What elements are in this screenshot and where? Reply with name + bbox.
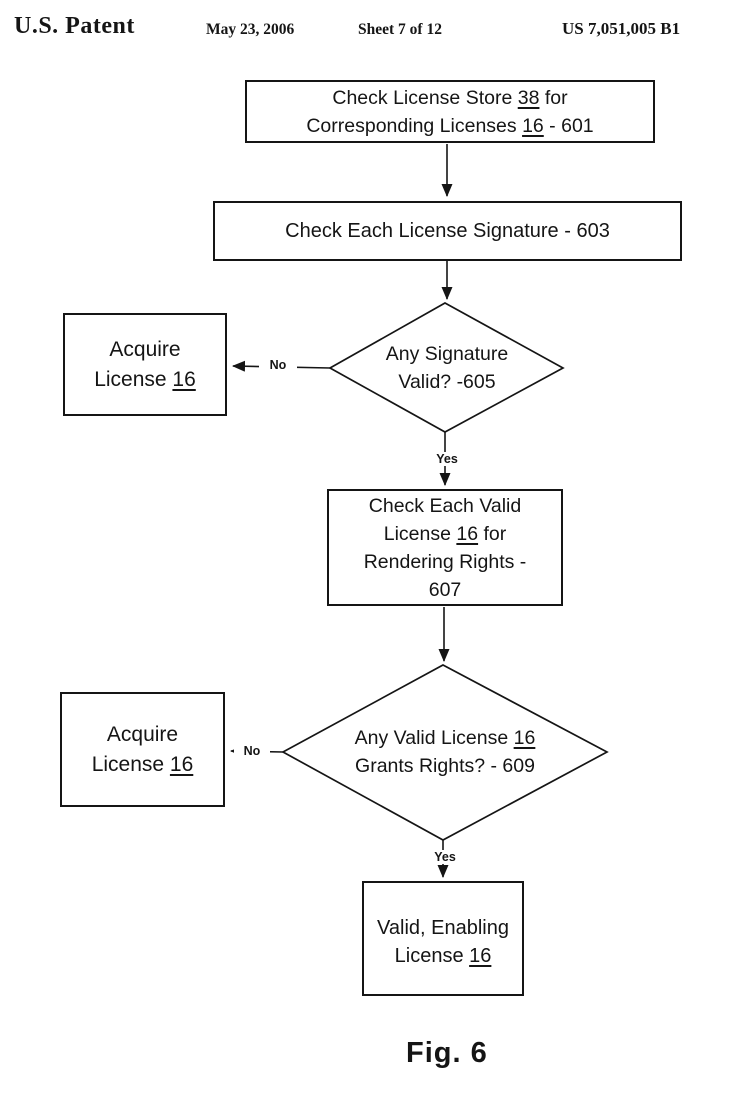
text-line: License 16 bbox=[91, 752, 194, 776]
patent-label: U.S. Patent bbox=[14, 13, 135, 39]
sheet-number: Sheet 7 of 12 bbox=[358, 21, 442, 38]
text-line: Corresponding Licenses 16 - 601 bbox=[306, 114, 594, 137]
edge-label-yes-609: Yes bbox=[425, 850, 465, 864]
patent-date: May 23, 2006 bbox=[206, 21, 295, 38]
text-line: Check Each License Signature - 603 bbox=[285, 220, 610, 242]
text-line: License 16 for bbox=[383, 522, 507, 545]
text-line: Grants Rights? - 609 bbox=[355, 755, 535, 777]
edge-label-no-605: No bbox=[259, 358, 297, 372]
patent-number: US 7,051,005 B1 bbox=[562, 19, 681, 38]
text-line: Check License Store 38 for bbox=[332, 86, 568, 109]
edge-label-yes-605: Yes bbox=[427, 452, 467, 466]
text-line: Any Signature bbox=[385, 343, 509, 365]
text-line: Any Valid License 16 bbox=[354, 727, 536, 749]
edge-label-no-609: No bbox=[234, 744, 270, 758]
text-line: Rendering Rights - bbox=[363, 550, 527, 573]
decision-diamond-609-text: Any Valid License 16 Grants Rights? - 609 bbox=[303, 714, 587, 790]
text-line: 607 bbox=[428, 578, 462, 601]
text-line: Acquire bbox=[109, 337, 181, 361]
text-line: Valid, Enabling bbox=[377, 916, 509, 939]
text-line: Acquire bbox=[106, 722, 179, 746]
process-box-603: Check Each License Signature - 603 bbox=[213, 201, 682, 261]
text-line: License 16 bbox=[394, 944, 492, 967]
text-line: Valid? -605 bbox=[398, 371, 496, 393]
text-line: License 16 bbox=[94, 367, 196, 391]
text-line: Check Each Valid bbox=[368, 494, 522, 517]
figure-caption: Fig. 6 bbox=[406, 1037, 488, 1069]
